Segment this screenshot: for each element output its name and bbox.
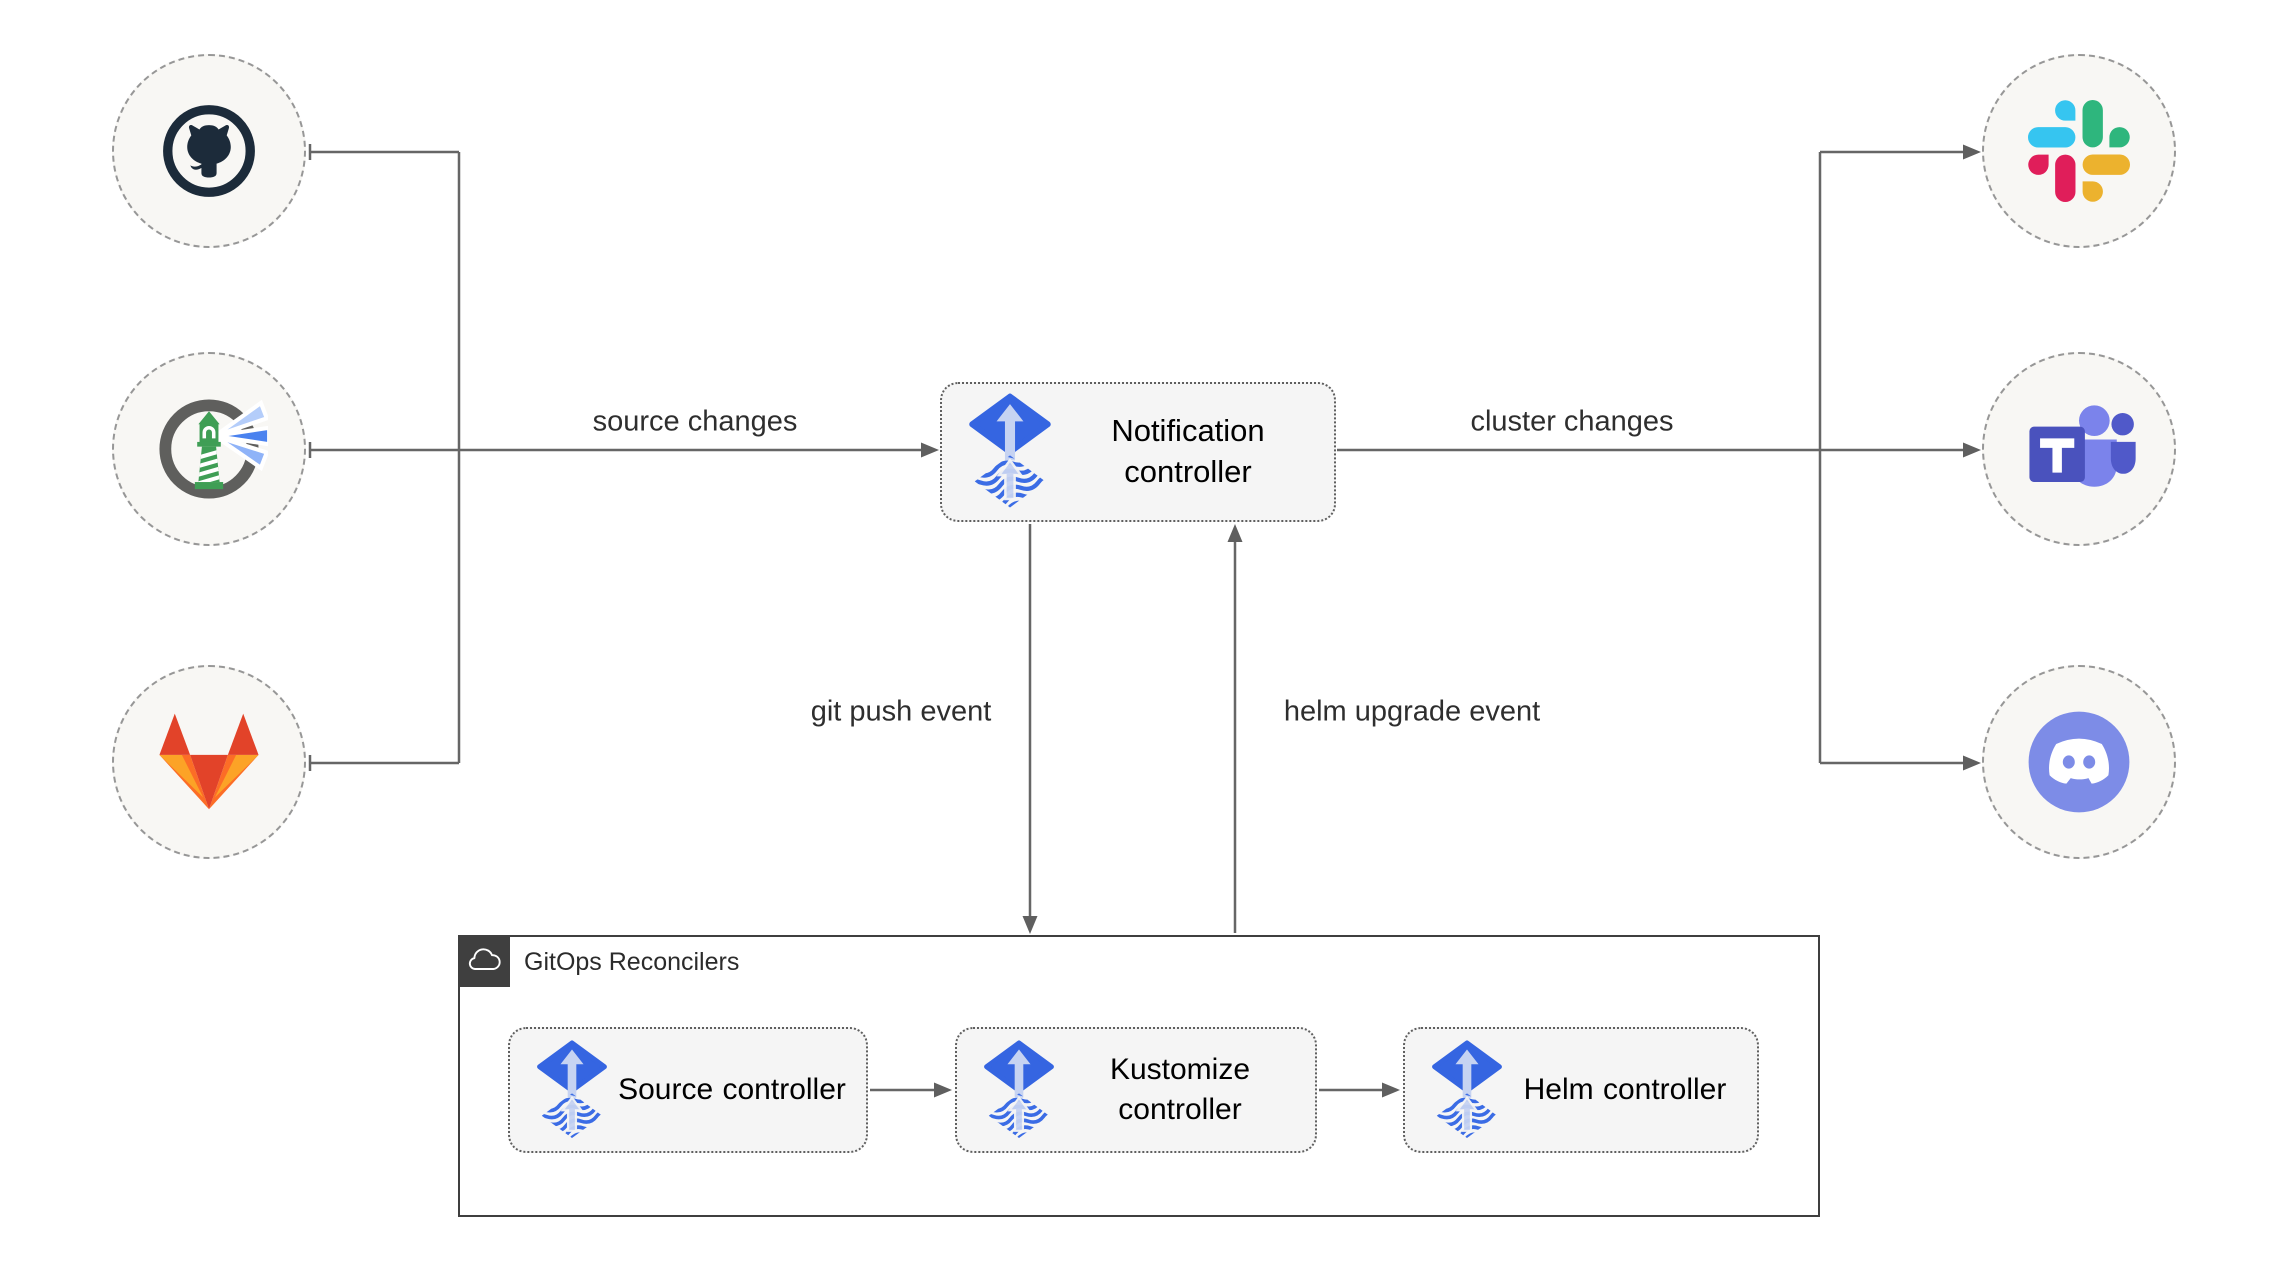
flux-icon [1431, 1040, 1503, 1141]
target-discord[interactable] [1982, 665, 2176, 859]
source-gitlab[interactable] [112, 665, 306, 859]
kustomize-controller-node[interactable]: Kustomize controller [955, 1027, 1317, 1153]
node-label: Helm controller [1523, 1073, 1727, 1107]
edge-label-git-push-event: git push event [810, 695, 992, 728]
gitlab-icon [159, 713, 259, 810]
arrowheads [921, 144, 1981, 1098]
notification-controller-node[interactable]: Notification controller [940, 382, 1336, 522]
harbor-icon [159, 399, 268, 499]
target-microsoft-teams[interactable] [1982, 352, 2176, 546]
helm-controller-node[interactable]: Helm controller [1403, 1027, 1759, 1153]
source-github[interactable] [112, 54, 306, 248]
node-label: Kustomize controller [1109, 1053, 1251, 1126]
edge-github-trunk [308, 144, 459, 160]
source-controller-node[interactable]: Source controller [508, 1027, 868, 1153]
node-label: Source controller [618, 1073, 846, 1107]
cloud-icon [468, 948, 501, 970]
discord-icon [2028, 711, 2130, 813]
edge-label-helm-upgrade-event: helm upgrade event [1283, 695, 1541, 728]
flux-icon [968, 393, 1052, 511]
edge-source-changes [308, 442, 930, 458]
target-slack[interactable] [1982, 54, 2176, 248]
microsoft-teams-icon [2029, 405, 2136, 487]
edge-label-source-changes: source changes [592, 405, 798, 438]
source-harbor[interactable] [112, 352, 306, 546]
edge-label-cluster-changes: cluster changes [1470, 405, 1674, 438]
flux-icon [536, 1040, 608, 1141]
github-icon [163, 105, 255, 197]
edge-gitlab-trunk [308, 755, 459, 771]
flux-icon [983, 1040, 1055, 1141]
slack-icon [2028, 100, 2130, 202]
node-label: Notification controller [1111, 413, 1265, 489]
group-corner-badge [458, 935, 510, 987]
gitops-reconcilers-group[interactable]: GitOps Reconcilers [458, 935, 1820, 1217]
group-label: GitOps Reconcilers [524, 947, 740, 976]
